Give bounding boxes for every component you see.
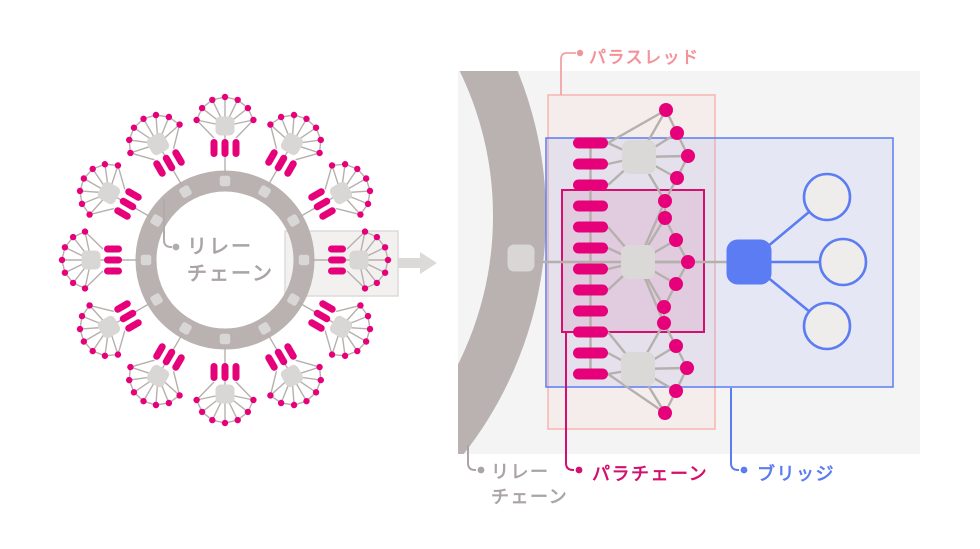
relay-network-diagram bbox=[58, 93, 437, 427]
leader-line-relay-right bbox=[467, 445, 485, 474]
leader-line-bridge bbox=[730, 388, 748, 474]
relay-node-on-arc bbox=[507, 244, 535, 272]
collator-node bbox=[621, 245, 655, 279]
zoom-arrow-icon bbox=[398, 252, 437, 274]
label-relay-chain-right: リレー チェーン bbox=[491, 460, 568, 510]
relay-right-line1: リレー bbox=[491, 462, 550, 482]
label-parachain: パラチェーン bbox=[592, 464, 709, 484]
parachain-blocks bbox=[573, 137, 608, 380]
relay-right-line2: チェーン bbox=[491, 487, 569, 507]
bridge-node bbox=[726, 239, 772, 285]
validator-dots bbox=[657, 103, 695, 420]
parachain-cluster bbox=[192, 93, 258, 187]
relay-left-line1: リレー bbox=[187, 236, 253, 258]
label-bridge: ブリッジ bbox=[757, 464, 835, 484]
collator-node bbox=[621, 352, 655, 386]
relay-chain-arc bbox=[458, 71, 546, 454]
relay-left-line2: チェーン bbox=[187, 263, 274, 285]
external-chain-node bbox=[818, 237, 868, 287]
label-relay-chain-left: リレー チェーン bbox=[187, 234, 274, 288]
zoom-detail-panel bbox=[458, 49, 920, 474]
label-parathread: パラスレッド bbox=[589, 48, 700, 67]
parachain-cluster bbox=[58, 227, 152, 293]
collator-node bbox=[622, 140, 656, 174]
bridge-group bbox=[726, 172, 868, 351]
parachain-cluster bbox=[192, 333, 258, 427]
leader-line-relay-left bbox=[163, 199, 180, 251]
external-chain-node bbox=[802, 301, 852, 351]
leader-line-parachain bbox=[565, 332, 583, 474]
leader-line-parathread bbox=[560, 49, 584, 95]
external-chain-node bbox=[802, 172, 852, 222]
